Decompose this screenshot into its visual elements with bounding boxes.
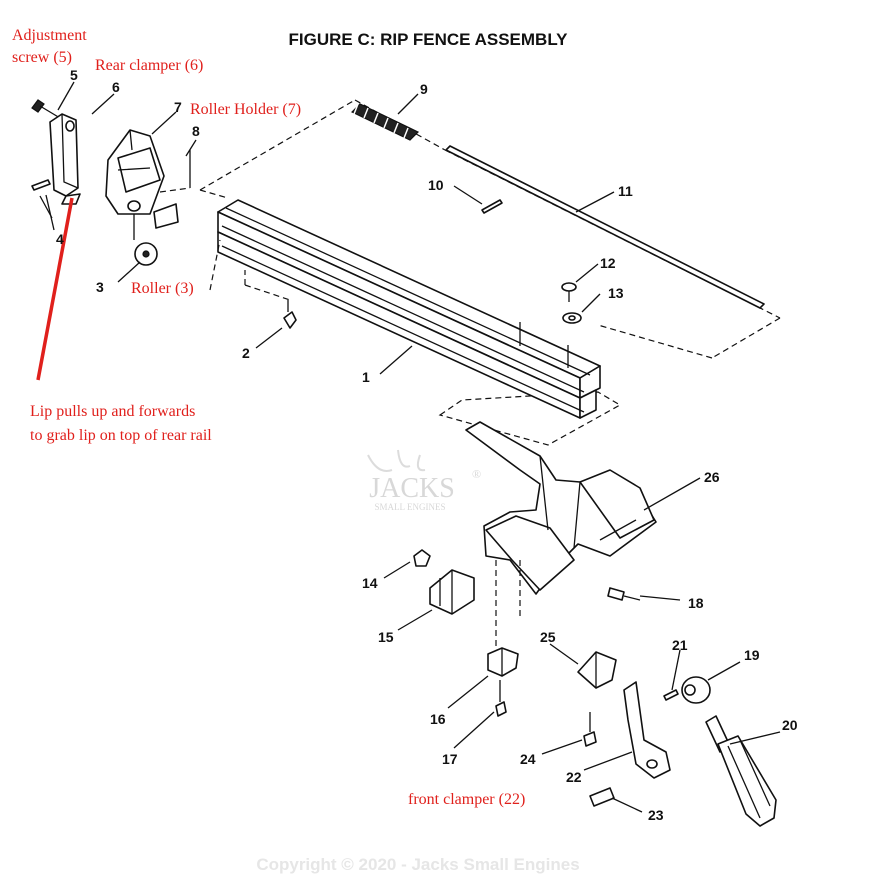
adjustment-screw-part-5 <box>31 99 61 119</box>
leader-lines <box>39 81 781 813</box>
lip-pointer-arrow <box>36 197 74 381</box>
nut-part-14 <box>413 549 431 567</box>
front-clamper-part-22 <box>623 681 671 779</box>
annotation-lip-line1: Lip pulls up and forwards <box>30 403 195 420</box>
label-part-17: 17 <box>442 751 458 767</box>
annotation-roller-holder: Roller Holder (7) <box>190 101 301 118</box>
annotation-adjustment-screw-line2: screw (5) <box>12 49 72 66</box>
pin-part-21 <box>663 689 679 701</box>
watermark-logo: JACKS SMALL ENGINES ® <box>367 449 481 512</box>
fence-rail <box>217 199 601 419</box>
label-part-4: 4 <box>56 231 64 247</box>
label-part-21: 21 <box>672 637 688 653</box>
label-part-11: 11 <box>618 183 633 199</box>
screw-part-18 <box>607 587 641 601</box>
roller-holder-part-7 <box>105 129 165 215</box>
annotation-adjustment-screw-line1: Adjustment <box>12 27 87 44</box>
screw-part-17 <box>495 680 507 717</box>
washer-part-13 <box>562 312 582 324</box>
handle-part-20 <box>705 715 777 827</box>
annotation-lip-line2: to grab lip on top of rear rail <box>30 427 212 444</box>
label-part-20: 20 <box>782 717 798 733</box>
bracket-part-15 <box>429 569 475 615</box>
screw-part-24 <box>583 712 597 747</box>
pin-part-23 <box>589 787 615 807</box>
block-part-16 <box>487 647 519 677</box>
label-part-19: 19 <box>744 647 760 663</box>
clip-part-25 <box>577 651 617 689</box>
pin-part-4 <box>31 179 55 231</box>
label-part-14: 14 <box>362 575 378 591</box>
label-part-6: 6 <box>112 79 120 95</box>
fence-head-part-26 <box>465 421 657 595</box>
part-number-labels: 5 6 7 8 9 10 11 12 13 3 2 1 26 14 15 16 … <box>56 67 798 823</box>
label-part-16: 16 <box>430 711 446 727</box>
screw-part-12 <box>561 282 577 302</box>
label-part-13: 13 <box>608 285 624 301</box>
screw-part-2 <box>283 300 297 329</box>
shaft-part-8 <box>153 150 191 229</box>
watermark-logo-text: JACKS <box>369 473 455 504</box>
label-part-25: 25 <box>540 629 556 645</box>
label-part-22: 22 <box>566 769 582 785</box>
label-part-1: 1 <box>362 369 370 385</box>
rail-mount-outline <box>159 99 781 446</box>
label-part-24: 24 <box>520 751 536 767</box>
spring-part-9 <box>350 103 420 141</box>
rear-clamper-part-6 <box>49 113 81 205</box>
label-part-7: 7 <box>174 99 182 115</box>
label-part-18: 18 <box>688 595 704 611</box>
label-part-23: 23 <box>648 807 664 823</box>
figure-title: FIGURE C: RIP FENCE ASSEMBLY <box>289 30 569 49</box>
watermark-registered-icon: ® <box>472 467 481 481</box>
label-part-9: 9 <box>420 81 428 97</box>
collar-part-19 <box>681 676 711 704</box>
roller-part-3 <box>133 214 158 266</box>
label-part-5: 5 <box>70 67 78 83</box>
label-part-10: 10 <box>428 177 444 193</box>
label-part-3: 3 <box>96 279 104 295</box>
label-part-12: 12 <box>600 255 616 271</box>
pin-part-10 <box>481 199 503 214</box>
label-part-8: 8 <box>192 123 200 139</box>
label-part-2: 2 <box>242 345 250 361</box>
annotation-rear-clamper: Rear clamper (6) <box>95 57 203 74</box>
rod-part-11 <box>445 145 765 309</box>
copyright-watermark: Copyright © 2020 - Jacks Small Engines <box>256 855 579 874</box>
label-part-15: 15 <box>378 629 394 645</box>
watermark-logo-subtext: SMALL ENGINES <box>375 502 446 512</box>
label-part-26: 26 <box>704 469 720 485</box>
annotation-front-clamper: front clamper (22) <box>408 791 525 808</box>
red-annotations: Adjustment screw (5) Rear clamper (6) Ro… <box>12 27 525 808</box>
annotation-roller: Roller (3) <box>131 280 194 297</box>
